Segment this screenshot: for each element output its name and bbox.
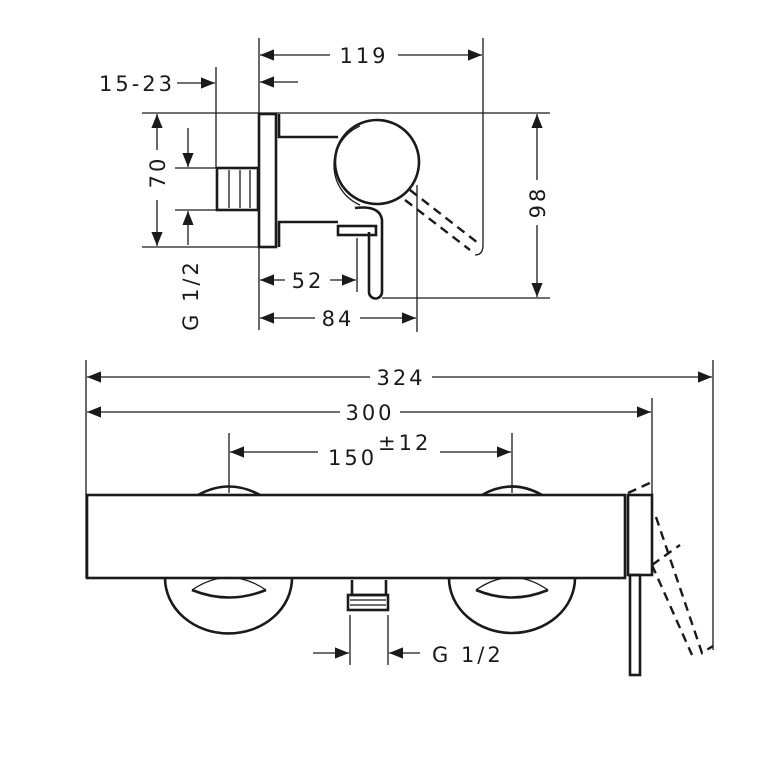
dim-150-tolerance: ±12	[378, 431, 431, 455]
end-cap	[626, 493, 654, 577]
mixer-body	[85, 493, 627, 580]
dim-98-label: 98	[526, 186, 550, 219]
dim-15-23-label: 15-23	[99, 72, 175, 96]
lever	[628, 573, 642, 677]
side-view: 119 15-23 70 G 1/2 98 52	[99, 38, 550, 332]
dim-324-label: 324	[376, 366, 425, 390]
dim-84-label: 84	[322, 307, 355, 331]
dim-70-label: 70	[146, 156, 170, 189]
dim-g12-side-label: G 1/2	[179, 259, 203, 331]
dim-g12-front-label: G 1/2	[432, 643, 504, 667]
dim-150-label: 150	[328, 446, 377, 470]
handle-knob	[333, 118, 421, 206]
dim-119-label: 119	[339, 44, 388, 68]
dim-300-label: 300	[345, 401, 394, 425]
outlet-thread	[346, 593, 390, 612]
front-view: 324 300 150 ±12 G 1/2	[85, 360, 714, 677]
dim-52-label: 52	[292, 269, 325, 293]
wall-plate	[257, 112, 278, 249]
thread-connector	[215, 166, 260, 212]
